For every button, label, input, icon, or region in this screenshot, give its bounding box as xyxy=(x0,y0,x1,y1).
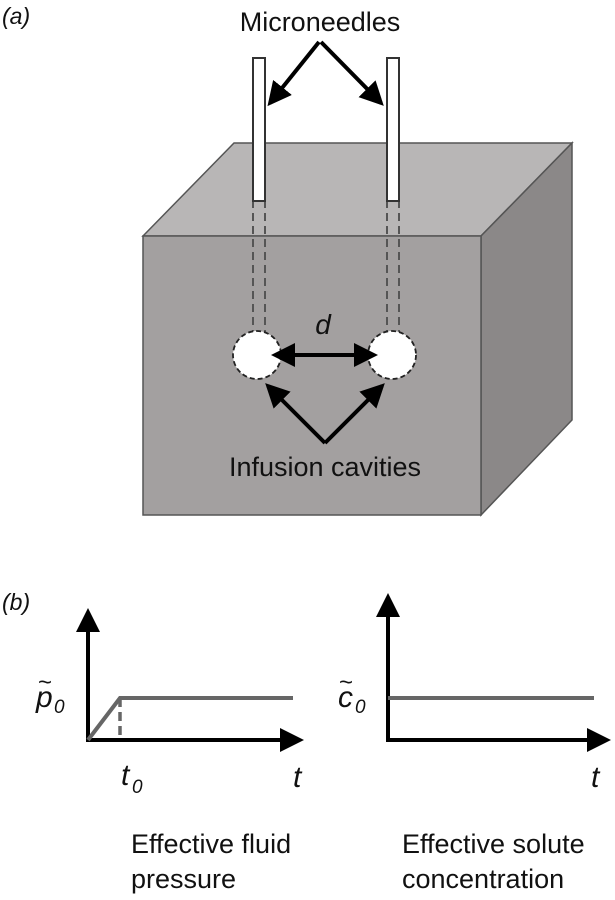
distance-label: d xyxy=(315,309,332,340)
t0-symbol: t xyxy=(121,759,131,792)
pressure-y-subscript: 0 xyxy=(54,697,65,718)
concentration-tilde: ~ xyxy=(339,669,353,696)
pressure-plot: p ~ 0 t 0 t Effective fluid pressure xyxy=(35,608,304,894)
concentration-caption-line2: concentration xyxy=(402,864,564,894)
infusion-cavity-right xyxy=(367,330,417,380)
microneedle-left xyxy=(252,57,266,202)
panel-a-tag: (a) xyxy=(2,3,30,29)
concentration-y-symbol: c xyxy=(338,681,353,714)
pressure-caption-line1: Effective fluid xyxy=(131,829,291,859)
microneedle-arrow-left xyxy=(267,40,321,107)
tissue-cube xyxy=(141,141,574,517)
panel-b-tag: (b) xyxy=(2,589,30,615)
concentration-plot: c ~ 0 t Effective solute concentration xyxy=(338,593,611,894)
pressure-caption-line2: pressure xyxy=(131,864,236,894)
concentration-caption-line1: Effective solute xyxy=(402,829,585,859)
pressure-y-symbol: p xyxy=(35,681,53,714)
concentration-y-subscript: 0 xyxy=(355,697,366,718)
cube-front-face xyxy=(142,235,482,516)
infusion-cavity-left xyxy=(232,330,282,380)
microneedle-right xyxy=(386,57,400,202)
cavity-arrow-right xyxy=(323,383,385,445)
cavity-arrow-left xyxy=(265,383,327,445)
concentration-x-symbol: t xyxy=(591,761,601,794)
microneedles-label: Microneedles xyxy=(240,7,401,37)
pressure-tilde: ~ xyxy=(38,669,52,696)
infusion-cavities-label: Infusion cavities xyxy=(229,452,421,482)
t0-subscript: 0 xyxy=(132,777,143,798)
microneedle-arrow-right xyxy=(319,40,384,106)
needle-tracks xyxy=(252,200,400,332)
pressure-x-symbol: t xyxy=(293,761,303,794)
